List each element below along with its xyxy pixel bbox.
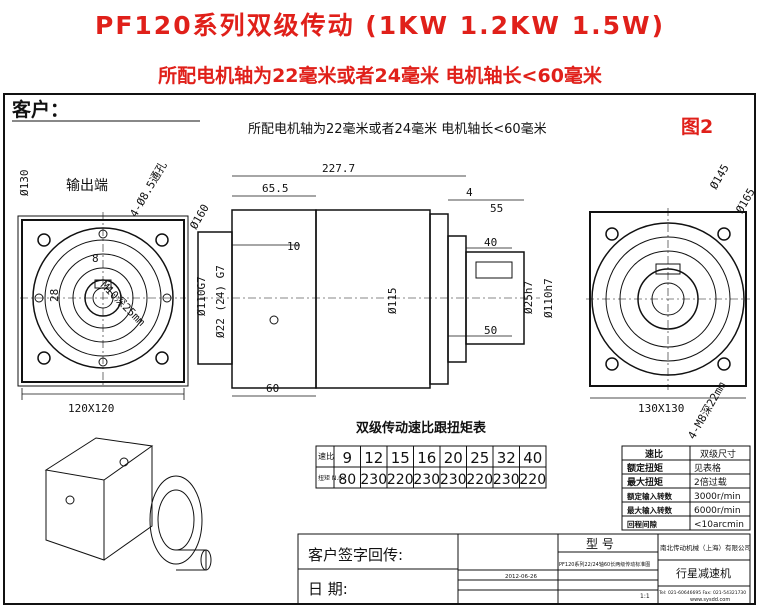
torque-cell: 220 — [387, 472, 414, 488]
ratio-cell: 12 — [364, 449, 383, 467]
spec-header-size: 双级尺寸 — [700, 448, 736, 460]
dim-l65: 65.5 — [262, 182, 289, 195]
input-end-view — [17, 212, 189, 400]
dim-d110g7: Ø110G7 — [195, 276, 208, 316]
company-web: www.sysdd.com — [690, 597, 730, 603]
dim-l227: 227.7 — [322, 162, 355, 175]
figure-number: 图2 — [681, 116, 713, 138]
ratio-cell: 15 — [391, 449, 410, 467]
spec-label: 回程间隙 — [627, 519, 657, 529]
page-title: PF120系列双级传动 (1KW 1.2KW 1.5W) — [95, 11, 665, 40]
ratio-cell: 40 — [523, 449, 542, 467]
dim-l60: 60 — [266, 382, 279, 395]
torque-cell: 230 — [413, 472, 440, 488]
drawing-date: 2012-06-26 — [505, 574, 537, 580]
dim-w120: 120X120 — [68, 402, 114, 415]
model-value: PF120系列22/24轴60长两级传动标准图 — [559, 561, 650, 568]
drawing-scale: 1:1 — [640, 593, 650, 600]
dim-d145: Ø145 — [707, 162, 732, 191]
torque-cell: 220 — [466, 472, 493, 488]
ratio-cell: 25 — [470, 449, 489, 467]
dim-holes: 4-Ø8.5通孔 — [127, 160, 169, 220]
drawing-note: 所配电机轴为22毫米或者24毫米 电机轴长<60毫米 — [248, 121, 547, 137]
ratio-cell: 20 — [444, 449, 463, 467]
company-name: 南北传动机械（上海）有限公司 — [660, 543, 751, 552]
page-subtitle: 所配电机轴为22毫米或者24毫米 电机轴长<60毫米 — [158, 65, 602, 87]
dim-m10: M10深25mm — [98, 279, 148, 329]
product-name: 行星减速机 — [676, 566, 731, 580]
ratio-row-label: 速比 — [318, 451, 334, 461]
ratio-cell: 32 — [497, 449, 516, 467]
dim-l10: 10 — [287, 240, 300, 253]
dim-m8: 4-M8深22mm — [685, 379, 728, 441]
dim-d115: Ø115 — [386, 288, 399, 315]
customer-label: 客户： — [12, 98, 69, 121]
spec-value: 3000r/min — [694, 492, 741, 502]
model-label: 型 号 — [586, 537, 614, 551]
torque-cell: 220 — [519, 472, 546, 488]
dim-d25h7: Ø25h7 — [522, 281, 535, 314]
spec-label: 额定扭矩 — [627, 462, 663, 474]
dim-l40: 40 — [484, 236, 497, 249]
ratio-cell: 16 — [417, 449, 436, 467]
torque-row-label: 扭矩 N.m — [318, 474, 344, 482]
spec-value: 2倍过载 — [694, 476, 727, 488]
dim-d22g7: Ø22 (24) G7 — [214, 265, 227, 338]
spec-value: <10arcmin — [694, 520, 744, 530]
dim-d160: Ø160 — [187, 202, 212, 231]
spec-label: 最大输入转数 — [627, 505, 672, 515]
dim-l4: 4 — [466, 186, 473, 199]
spec-label: 最大扭矩 — [627, 476, 663, 488]
output-end-label: 输出端 — [66, 178, 108, 194]
torque-cell: 80 — [338, 472, 356, 488]
company-tel: Tel: 021-60646695 Fax: 021-54321730 — [658, 590, 746, 596]
dim-d8: 8 — [92, 252, 99, 265]
dim-w130: 130X130 — [638, 402, 684, 415]
spec-label: 额定输入转数 — [627, 491, 672, 501]
spec-table — [621, 445, 751, 531]
dim-d110h7: Ø110h7 — [542, 278, 555, 318]
dim-l55: 55 — [490, 202, 503, 215]
title-block — [297, 533, 751, 605]
spec-value: 见表格 — [694, 462, 721, 474]
ratio-table-title: 双级传动速比跟扭矩表 — [356, 420, 487, 436]
side-view — [197, 175, 540, 397]
output-end-view — [586, 208, 750, 399]
dim-d28: 28 — [48, 289, 61, 302]
ratio-cell: 9 — [342, 449, 352, 467]
torque-cell: 230 — [360, 472, 387, 488]
dim-d130: Ø130 — [18, 170, 31, 197]
customer-sign-label: 客户签字回传: — [308, 546, 403, 564]
gearbox-sketch — [44, 437, 212, 571]
ratio-table — [315, 445, 547, 489]
spec-header-ratio: 速比 — [645, 448, 663, 460]
torque-cell: 230 — [440, 472, 467, 488]
dim-l50: 50 — [484, 324, 497, 337]
spec-value: 6000r/min — [694, 506, 741, 516]
date-label: 日 期: — [308, 580, 348, 598]
torque-cell: 230 — [493, 472, 520, 488]
